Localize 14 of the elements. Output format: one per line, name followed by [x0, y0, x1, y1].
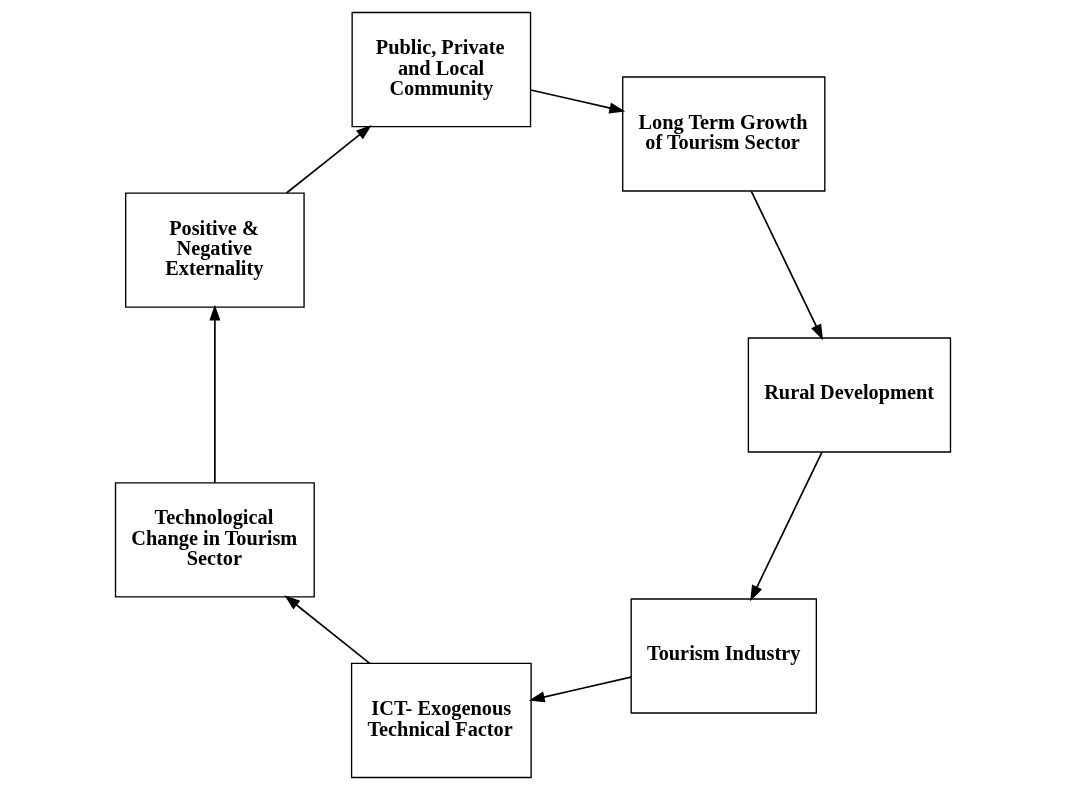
- node-box: Public, Private and Local Community: [351, 11, 532, 128]
- node-box: Long Term Growth of Tourism Sector: [622, 76, 826, 192]
- arrow: [209, 304, 221, 484]
- arrow: [284, 595, 371, 665]
- arrow: [528, 676, 632, 703]
- arrow: [285, 125, 372, 194]
- node-box: Tourism Industry: [630, 598, 817, 714]
- arrow: [529, 89, 626, 114]
- node-box: Positive & Negative Externality: [125, 192, 305, 308]
- arrow: [750, 451, 823, 602]
- arrow: [750, 190, 824, 341]
- node-box: Rural Development: [747, 337, 952, 453]
- node-box: ICT- Exogenous Technical Factor: [350, 662, 532, 779]
- node-box: Technological Change in Tourism Sector: [114, 482, 315, 598]
